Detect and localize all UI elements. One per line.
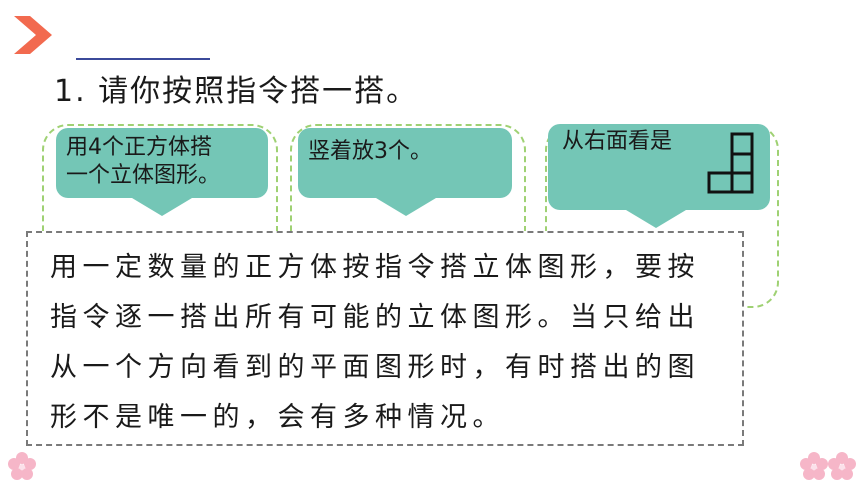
flower-icon bbox=[828, 452, 856, 480]
card-1-text: 用4个正方体搭 一个立体图形。 bbox=[66, 135, 221, 188]
flower-icon bbox=[8, 452, 36, 480]
chevron-right-icon bbox=[14, 16, 52, 54]
title-underline bbox=[76, 58, 210, 60]
page-title: 1. 请你按照指令搭一搭。 bbox=[54, 74, 419, 109]
card-1-bubble-tail bbox=[132, 198, 192, 216]
card-2-text: 竖着放3个。 bbox=[308, 139, 432, 164]
card-2-bubble-tail bbox=[376, 198, 436, 216]
card-3-text: 从右面看是 bbox=[562, 129, 673, 154]
card-3-bubble-tail bbox=[626, 210, 686, 228]
card-2-bubble: 竖着放3个。 bbox=[298, 128, 512, 216]
right-view-grid-icon bbox=[707, 132, 754, 194]
summary-note-box: 用一定数量的正方体按指令搭立体图形，要按指令逐一搭出所有可能的立体图形。当只给出… bbox=[26, 231, 744, 446]
summary-note-text: 用一定数量的正方体按指令搭立体图形，要按指令逐一搭出所有可能的立体图形。当只给出… bbox=[50, 252, 700, 433]
flower-icon bbox=[800, 452, 828, 480]
card-1-bubble: 用4个正方体搭 一个立体图形。 bbox=[56, 128, 268, 216]
